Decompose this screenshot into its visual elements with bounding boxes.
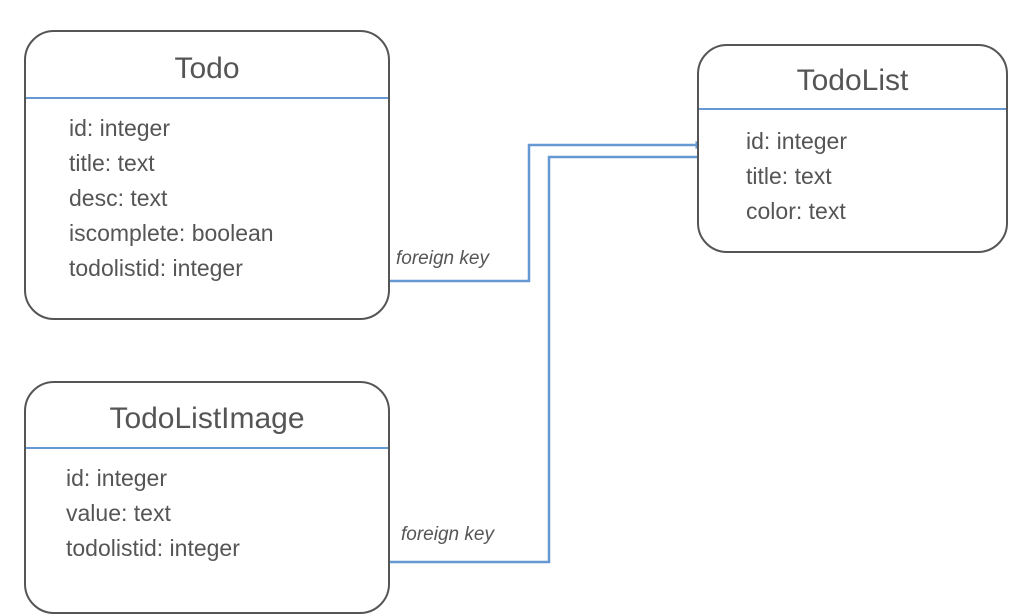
entity-todolist-title: TodoList — [796, 64, 909, 97]
attribute-row: color: text — [746, 198, 846, 224]
attribute-row: id: integer — [69, 115, 171, 141]
attribute-row: value: text — [66, 500, 171, 526]
attribute-row: todolistid: integer — [66, 535, 240, 561]
relationship-label-fk-todolistimage-todolist: foreign key — [401, 524, 494, 545]
entity-todo[interactable]: Todo id: integer title: text desc: text … — [24, 30, 390, 320]
entity-todolist-divider — [699, 108, 1006, 110]
entity-todolistimage-attributes: id: integer value: text todolistid: inte… — [26, 461, 388, 566]
entity-todolistimage[interactable]: TodoListImage id: integer value: text to… — [24, 381, 390, 614]
attribute-row: id: integer — [746, 128, 848, 154]
entity-todo-divider — [26, 97, 388, 99]
attribute-row: iscomplete: boolean — [69, 220, 274, 246]
entity-todo-attributes: id: integer title: text desc: text iscom… — [26, 111, 388, 286]
relationship-label-fk-todo-todolist: foreign key — [396, 248, 489, 269]
attribute-row: desc: text — [69, 185, 168, 211]
connector-fk-todo-todolist — [340, 141, 705, 283]
entity-todolistimage-divider — [26, 447, 388, 449]
attribute-row: title: text — [746, 163, 832, 189]
attribute-row: todolistid: integer — [69, 255, 243, 281]
attribute-row: id: integer — [66, 465, 168, 491]
entity-todo-title: Todo — [174, 52, 240, 85]
attribute-row: title: text — [69, 150, 155, 176]
entity-todolistimage-title: TodoListImage — [109, 402, 305, 435]
entity-todolist-attributes: id: integer title: text color: text — [699, 124, 1006, 229]
entity-todolist[interactable]: TodoList id: integer title: text color: … — [697, 44, 1008, 253]
